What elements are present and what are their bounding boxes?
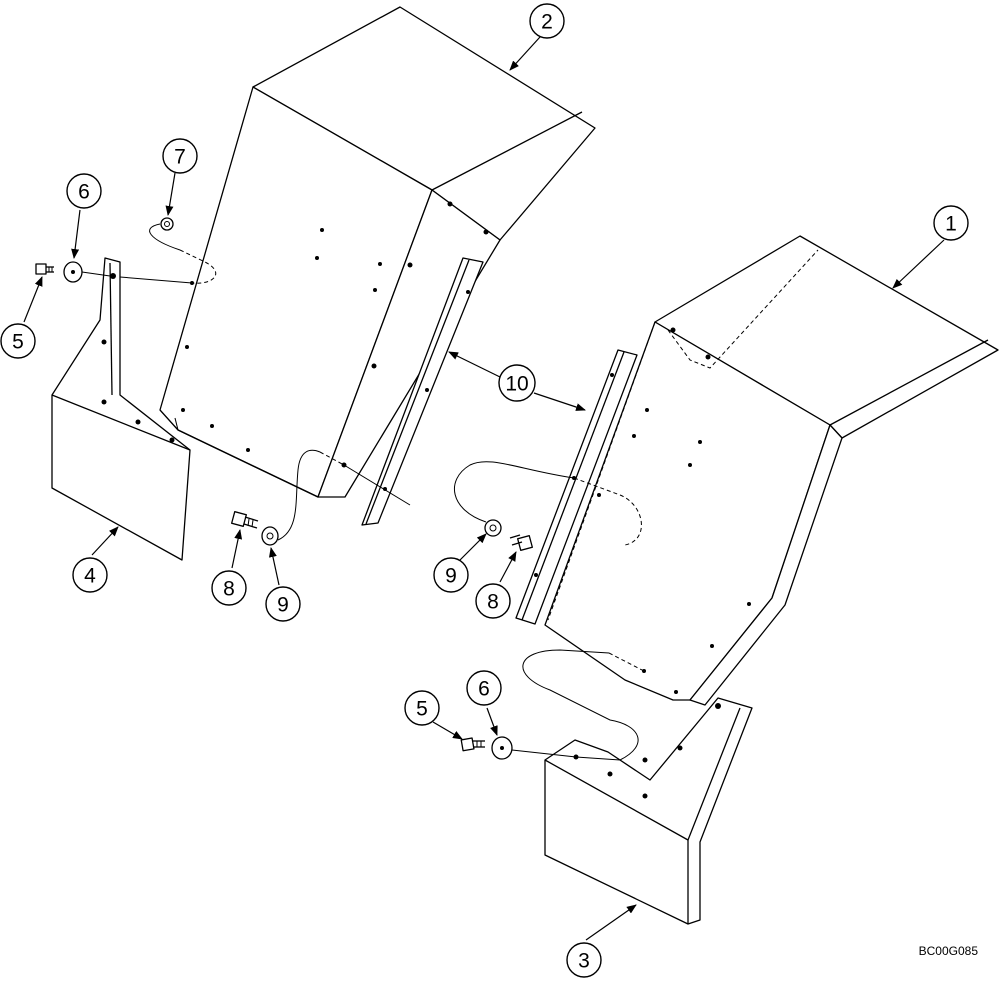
callout-7: 7 <box>162 138 198 174</box>
svg-text:6: 6 <box>78 181 90 204</box>
left-fender-part-2 <box>159 6 596 498</box>
bolt-8-left <box>231 511 259 529</box>
washer-6-left <box>63 261 83 283</box>
bolt-5-left <box>35 263 54 275</box>
bolt-8-right <box>509 534 533 551</box>
bolt-5-right <box>460 737 485 752</box>
right-strip-part-10 <box>515 349 638 625</box>
callout-1: 1 <box>933 205 969 241</box>
svg-text:5: 5 <box>12 331 24 354</box>
washer-9-right <box>484 519 502 537</box>
washer-9-left <box>261 526 279 546</box>
svg-text:3: 3 <box>578 950 590 973</box>
callout-2: 2 <box>529 3 565 39</box>
svg-text:7: 7 <box>174 146 186 169</box>
svg-text:1: 1 <box>945 213 957 236</box>
svg-text:6: 6 <box>478 678 490 701</box>
left-mudflap-part-4 <box>51 257 191 561</box>
svg-text:9: 9 <box>445 565 457 588</box>
callout-5-right: 5 <box>404 690 440 726</box>
svg-text:5: 5 <box>416 698 428 721</box>
callout-5-left: 5 <box>0 323 36 359</box>
callout-8-right: 8 <box>475 583 511 619</box>
svg-text:4: 4 <box>84 565 96 588</box>
svg-text:8: 8 <box>487 591 499 614</box>
callout-4: 4 <box>72 557 108 593</box>
left-strip-part-10 <box>361 257 484 526</box>
callout-leaders <box>23 36 945 941</box>
callout-3: 3 <box>566 942 602 978</box>
drawing-reference-code: BC00G085 <box>918 944 978 958</box>
right-mudflap-part-3 <box>544 697 753 925</box>
callout-6-right: 6 <box>466 670 502 706</box>
callout-9-left: 9 <box>265 586 301 622</box>
callout-10: 10 <box>498 364 536 402</box>
nut-7 <box>160 217 174 231</box>
washer-6-right <box>491 736 513 760</box>
callout-8-left: 8 <box>211 570 247 606</box>
svg-text:9: 9 <box>277 594 289 617</box>
svg-text:10: 10 <box>505 373 528 396</box>
right-fender-part-1 <box>544 235 999 706</box>
callout-9-right: 9 <box>433 557 469 593</box>
callout-6-left: 6 <box>66 173 102 209</box>
svg-text:2: 2 <box>541 11 553 34</box>
svg-text:8: 8 <box>223 578 235 601</box>
